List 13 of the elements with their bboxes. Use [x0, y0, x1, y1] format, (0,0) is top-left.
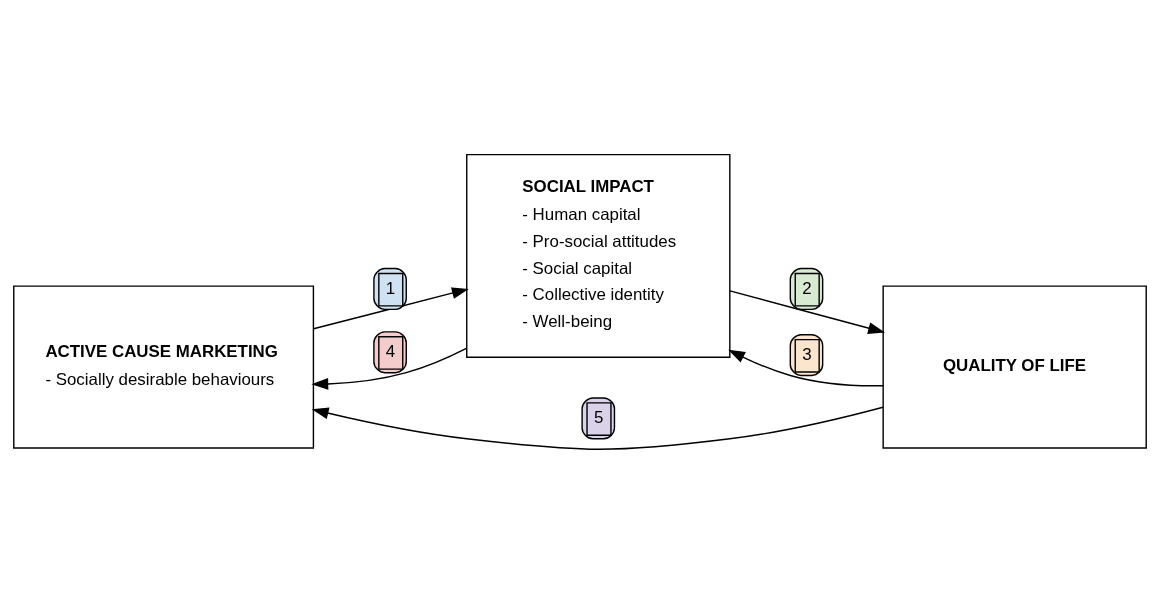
edge-label: 4: [385, 341, 396, 361]
arrow: [311, 347, 468, 390]
node-box: SOCIAL IMPACT - Human capital - Pro-social attitudes - Social capital - Collective identity - Well-being: [466, 153, 731, 358]
edge-label: 2: [802, 278, 812, 298]
edge-label: 3: [802, 344, 812, 364]
edge-label: 5: [594, 407, 604, 427]
node-box: ACTIVE CAUSE MARKETING - Socially desirable behaviours: [13, 284, 315, 449]
arrow: [312, 286, 469, 329]
arrow: [311, 406, 884, 450]
arrow: [728, 349, 884, 386]
arrow: [729, 289, 885, 334]
node-box: QUALITY OF LIFE: [882, 284, 1147, 449]
edge-label: 1: [385, 278, 396, 298]
